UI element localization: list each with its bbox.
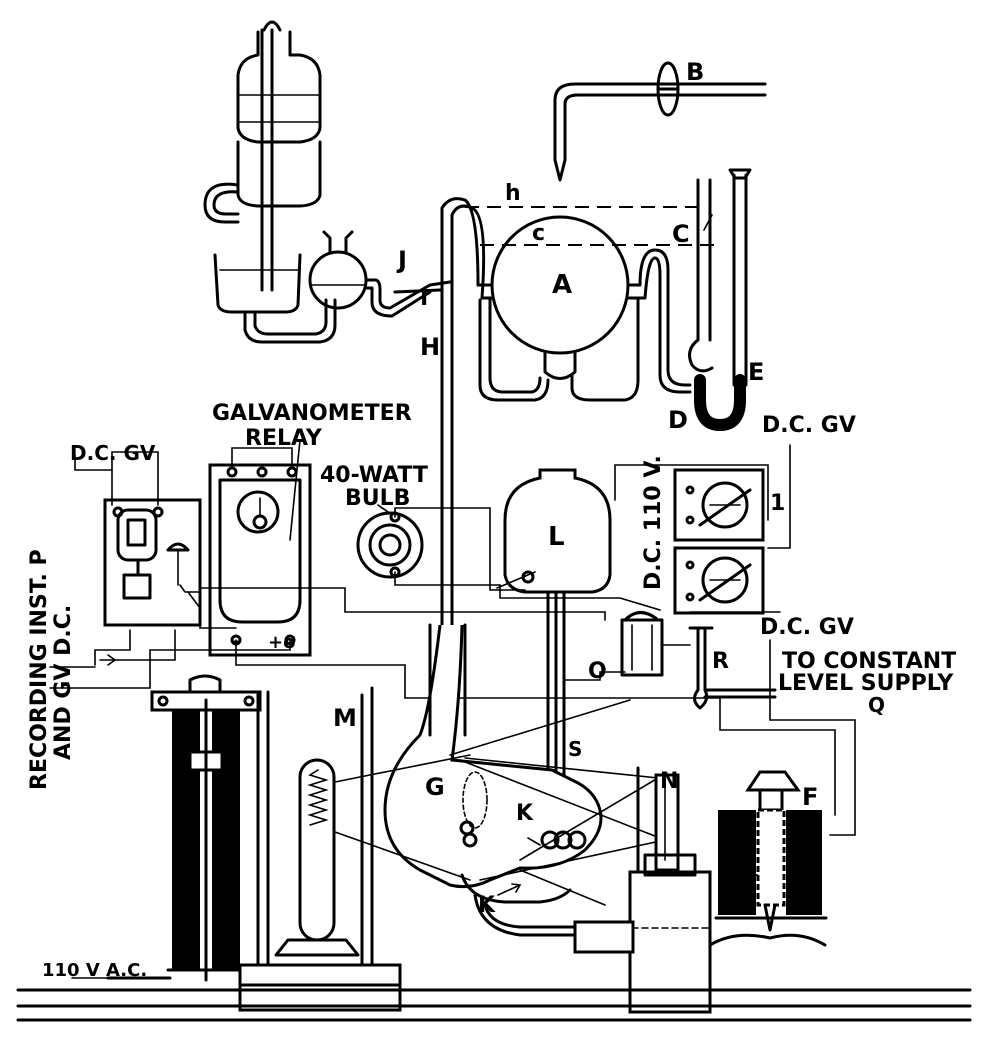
label-k-upper: K [516,801,534,826]
label-m: M [333,704,357,732]
wiring [49,444,856,876]
column-m [238,686,402,1012]
ac-coil-stack [71,674,270,982]
flask-a-system [440,197,720,627]
bulb-g-system [334,623,666,937]
stopcock-b [553,61,767,182]
label-k-lower: K [478,893,496,918]
label-dc-gv-right-top: D.C. GV [762,413,856,438]
label-e: E [748,358,764,386]
label-b: B [686,58,704,86]
label-i: I [420,286,428,311]
label-relay-plus: +o [268,632,295,653]
label-j: J [396,246,407,274]
solenoid-f [708,770,828,947]
label-40-watt: 40-WATT [320,463,428,488]
small-relay-and-valve [620,611,777,710]
label-dc-gv-right-bottom: D.C. GV [760,615,854,640]
label-o: O [588,659,607,684]
label-g: G [425,773,445,801]
relay-switches [673,468,765,615]
label-relay-minus: - [232,629,240,653]
base-lines [16,988,972,1022]
labels: B h c C A J I H E D D.C. GV GALVANOMETER… [27,58,956,981]
manometer [688,168,752,431]
forty-watt-bulb [356,504,424,579]
label-h: H [420,333,440,361]
label-f: F [802,783,818,811]
galvanometer-box-left [103,498,202,627]
label-relay-1: 1 [770,491,785,516]
label-galvanometer: GALVANOMETER [212,401,412,426]
arrows [99,654,541,896]
label-a: A [552,270,572,300]
label-to-constant: TO CONSTANT [782,649,956,674]
label-relay: RELAY [245,426,323,451]
label-n: N [660,769,678,794]
label-q: Q [868,693,885,717]
label-dc-gv-left: D.C. GV [70,441,156,465]
label-h-small: h [505,181,521,206]
label-c-small: c [532,221,545,246]
galvanometer-relay [208,439,312,657]
label-dc-110v: D.C. 110 V. [641,455,666,590]
label-d: D [668,406,688,434]
gas-generator-apparatus [203,20,452,344]
label-bulb: BULB [345,486,410,511]
label-s: S [568,737,582,761]
label-recording-1: RECORDING INST. P [27,549,52,790]
label-r: R [712,649,729,674]
label-110v-ac: 110 V A.C. [42,960,147,981]
label-l: L [548,522,565,552]
label-recording-2: AND GV D.C. [51,605,76,760]
label-level-supply: LEVEL SUPPLY [778,671,954,696]
label-c: C [672,220,690,248]
